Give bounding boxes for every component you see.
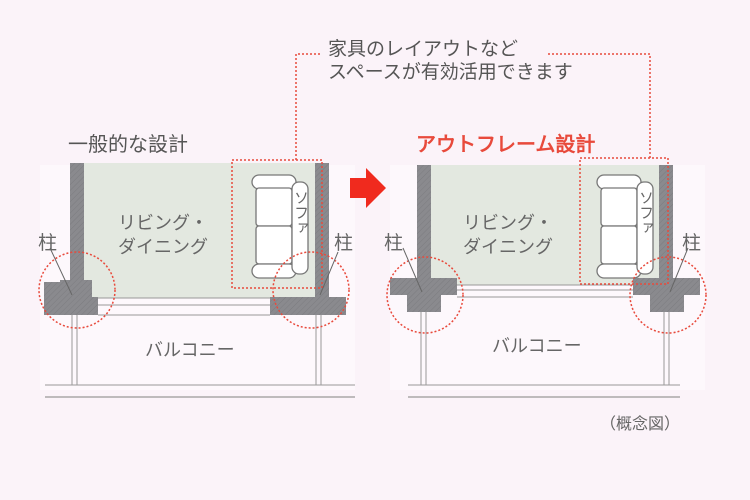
callout-connector-right <box>548 53 651 158</box>
wall-right-outframe <box>659 165 673 285</box>
sofa-left <box>251 174 309 279</box>
callout-text: 家具のレイアウトなど スペースが有効活用できます <box>328 38 573 84</box>
pillar-left-outframe <box>390 278 457 312</box>
callout-line-1: 家具のレイアウトなど <box>328 38 519 60</box>
living-dining-label-left: リビング・ ダイニング <box>118 212 208 260</box>
outframe-plan <box>386 157 707 398</box>
conventional-design-title: 一般的な設計 <box>68 132 188 156</box>
outframe-design-title: アウトフレーム設計 <box>416 132 596 156</box>
balcony-label-left: バルコニー <box>145 340 235 361</box>
balcony-label-right: バルコニー <box>492 336 582 357</box>
conventional-plan <box>38 159 355 398</box>
pillar-label-right-1: 柱 <box>384 232 404 254</box>
pillar-right-outframe <box>633 278 700 312</box>
pillar-label-right-2: 柱 <box>682 232 702 254</box>
sofa-highlight-left <box>231 159 323 289</box>
pillar-right-conventional <box>270 280 346 315</box>
pillar-circle-right-1 <box>386 256 464 334</box>
living-dining-label-right: リビング・ ダイニング <box>463 212 553 260</box>
wall-left <box>70 163 84 298</box>
sofa-label-left: ソファ <box>292 190 310 235</box>
sofa-right <box>596 174 654 279</box>
room-label-line-1: リビング・ <box>463 213 553 234</box>
callout-line-2: スペースが有効活用できます <box>328 61 573 83</box>
pillar-label-left-2: 柱 <box>334 232 354 254</box>
pillar-circle-left-2 <box>272 251 350 329</box>
pillar-circle-left-1 <box>38 251 116 329</box>
room-label-line-1: リビング・ <box>118 213 208 234</box>
sofa-label-right: ソファ <box>637 190 655 235</box>
room-label-line-2: ダイニング <box>463 237 553 258</box>
wall-left-outframe <box>417 165 431 285</box>
room-label-line-2: ダイニング <box>118 237 208 258</box>
right-arrow-icon <box>350 168 386 208</box>
pillar-left-conventional <box>44 280 98 315</box>
pillar-label-left-1: 柱 <box>38 232 58 254</box>
pillar-circle-right-2 <box>629 256 707 334</box>
callout-connector-left <box>295 53 322 160</box>
concept-diagram-note: （概念図） <box>600 414 681 433</box>
sofa-highlight-right <box>579 157 669 285</box>
